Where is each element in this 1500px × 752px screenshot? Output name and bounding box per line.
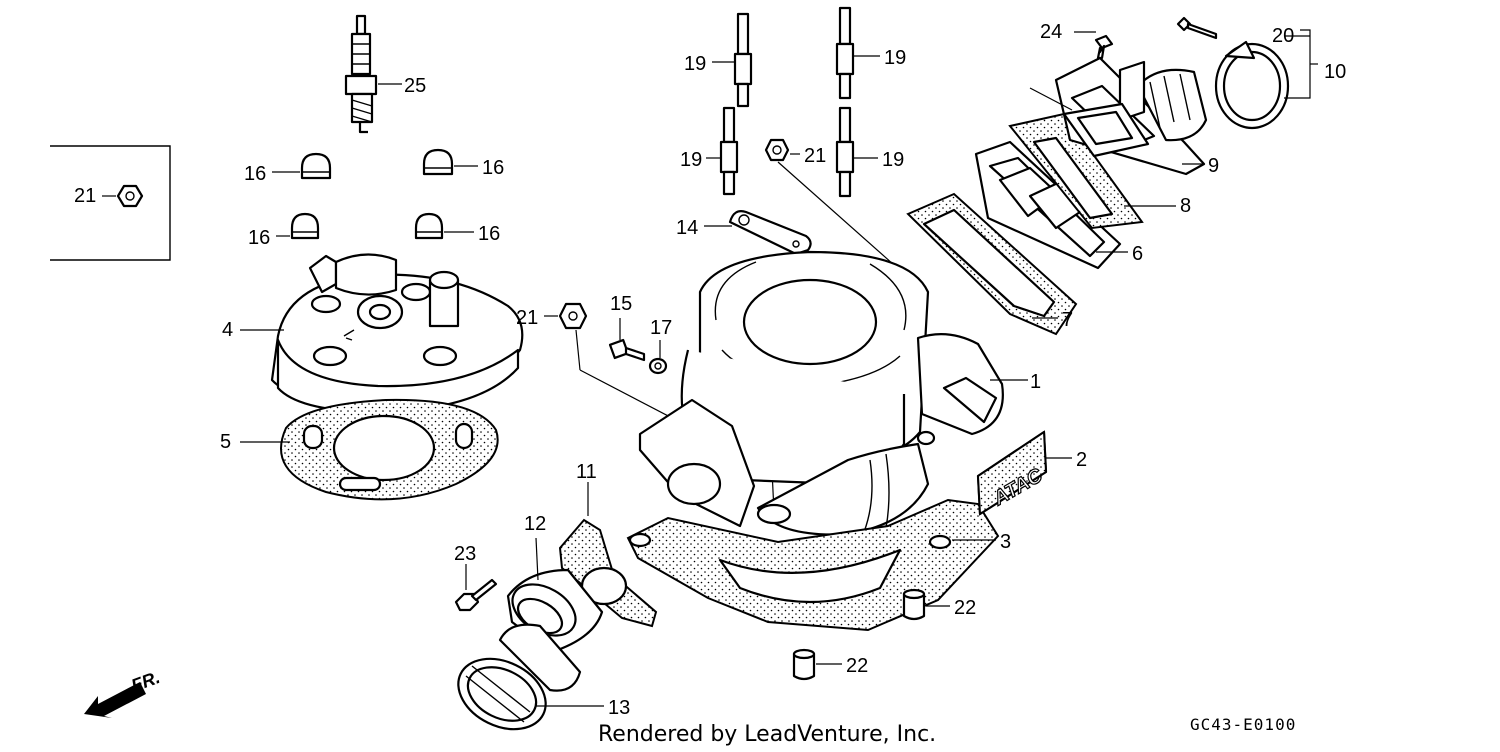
cylinder-head (240, 253, 524, 414)
callout-15: 15 (610, 293, 632, 315)
callout-6: 6 (1132, 243, 1143, 265)
callout-11: 11 (576, 461, 597, 483)
callout-7: 7 (1062, 309, 1073, 331)
callout-19-d: 19 (882, 149, 904, 171)
callout-14: 14 (676, 217, 698, 239)
callout-16-b: 16 (482, 157, 504, 179)
callout-19-a: 19 (684, 53, 706, 75)
bolt-washer (608, 318, 668, 375)
callout-16-a: 16 (244, 163, 266, 185)
callout-16-c: 16 (248, 227, 270, 249)
callout-20: 20 (1272, 25, 1294, 47)
callout-21-left: 21 (516, 307, 538, 329)
callout-2: 2 (1076, 449, 1087, 471)
atac-decal: ATAC (976, 430, 1072, 516)
callout-9: 9 (1208, 155, 1219, 177)
front-direction-label: FR. (129, 667, 163, 696)
bolt-23 (454, 564, 498, 612)
callout-1: 1 (1030, 371, 1041, 393)
callout-25: 25 (404, 75, 426, 97)
studs (706, 6, 880, 198)
inset-box (50, 145, 171, 261)
drawing-code: GC43-E0100 (1190, 715, 1296, 734)
bracket (704, 210, 812, 268)
head-gasket (240, 398, 499, 501)
callout-4: 4 (222, 319, 233, 341)
cylinder (638, 250, 1028, 536)
callout-17: 17 (650, 317, 672, 339)
callout-22-a: 22 (954, 597, 976, 619)
spark-plug (344, 14, 402, 134)
callout-3: 3 (1000, 531, 1011, 553)
callout-13: 13 (608, 697, 630, 719)
callout-8: 8 (1180, 195, 1191, 217)
callout-5: 5 (220, 431, 231, 453)
callout-12: 12 (524, 513, 546, 535)
credit-text: Rendered by LeadVenture, Inc. (598, 722, 936, 747)
dowel-pins (792, 588, 950, 681)
front-direction-arrow: FR. (84, 667, 163, 718)
o-ring (1029, 87, 1150, 158)
callout-labels: 1 2 3 4 5 6 7 8 9 10 11 12 13 14 15 16 1… (74, 21, 1346, 719)
callout-22-b: 22 (846, 655, 868, 677)
callout-16-d: 16 (478, 223, 500, 245)
callout-21-center: 21 (804, 145, 826, 167)
callout-19-c: 19 (680, 149, 702, 171)
callout-23: 23 (454, 543, 476, 565)
clamp (1074, 16, 1318, 130)
callout-21-inset: 21 (74, 185, 96, 207)
callout-24: 24 (1040, 21, 1062, 43)
callout-10: 10 (1324, 61, 1346, 83)
acorn-nuts (272, 148, 478, 240)
exhaust-joints (457, 482, 658, 731)
reed-valve-assembly (906, 112, 1176, 336)
callout-19-b: 19 (884, 47, 906, 69)
